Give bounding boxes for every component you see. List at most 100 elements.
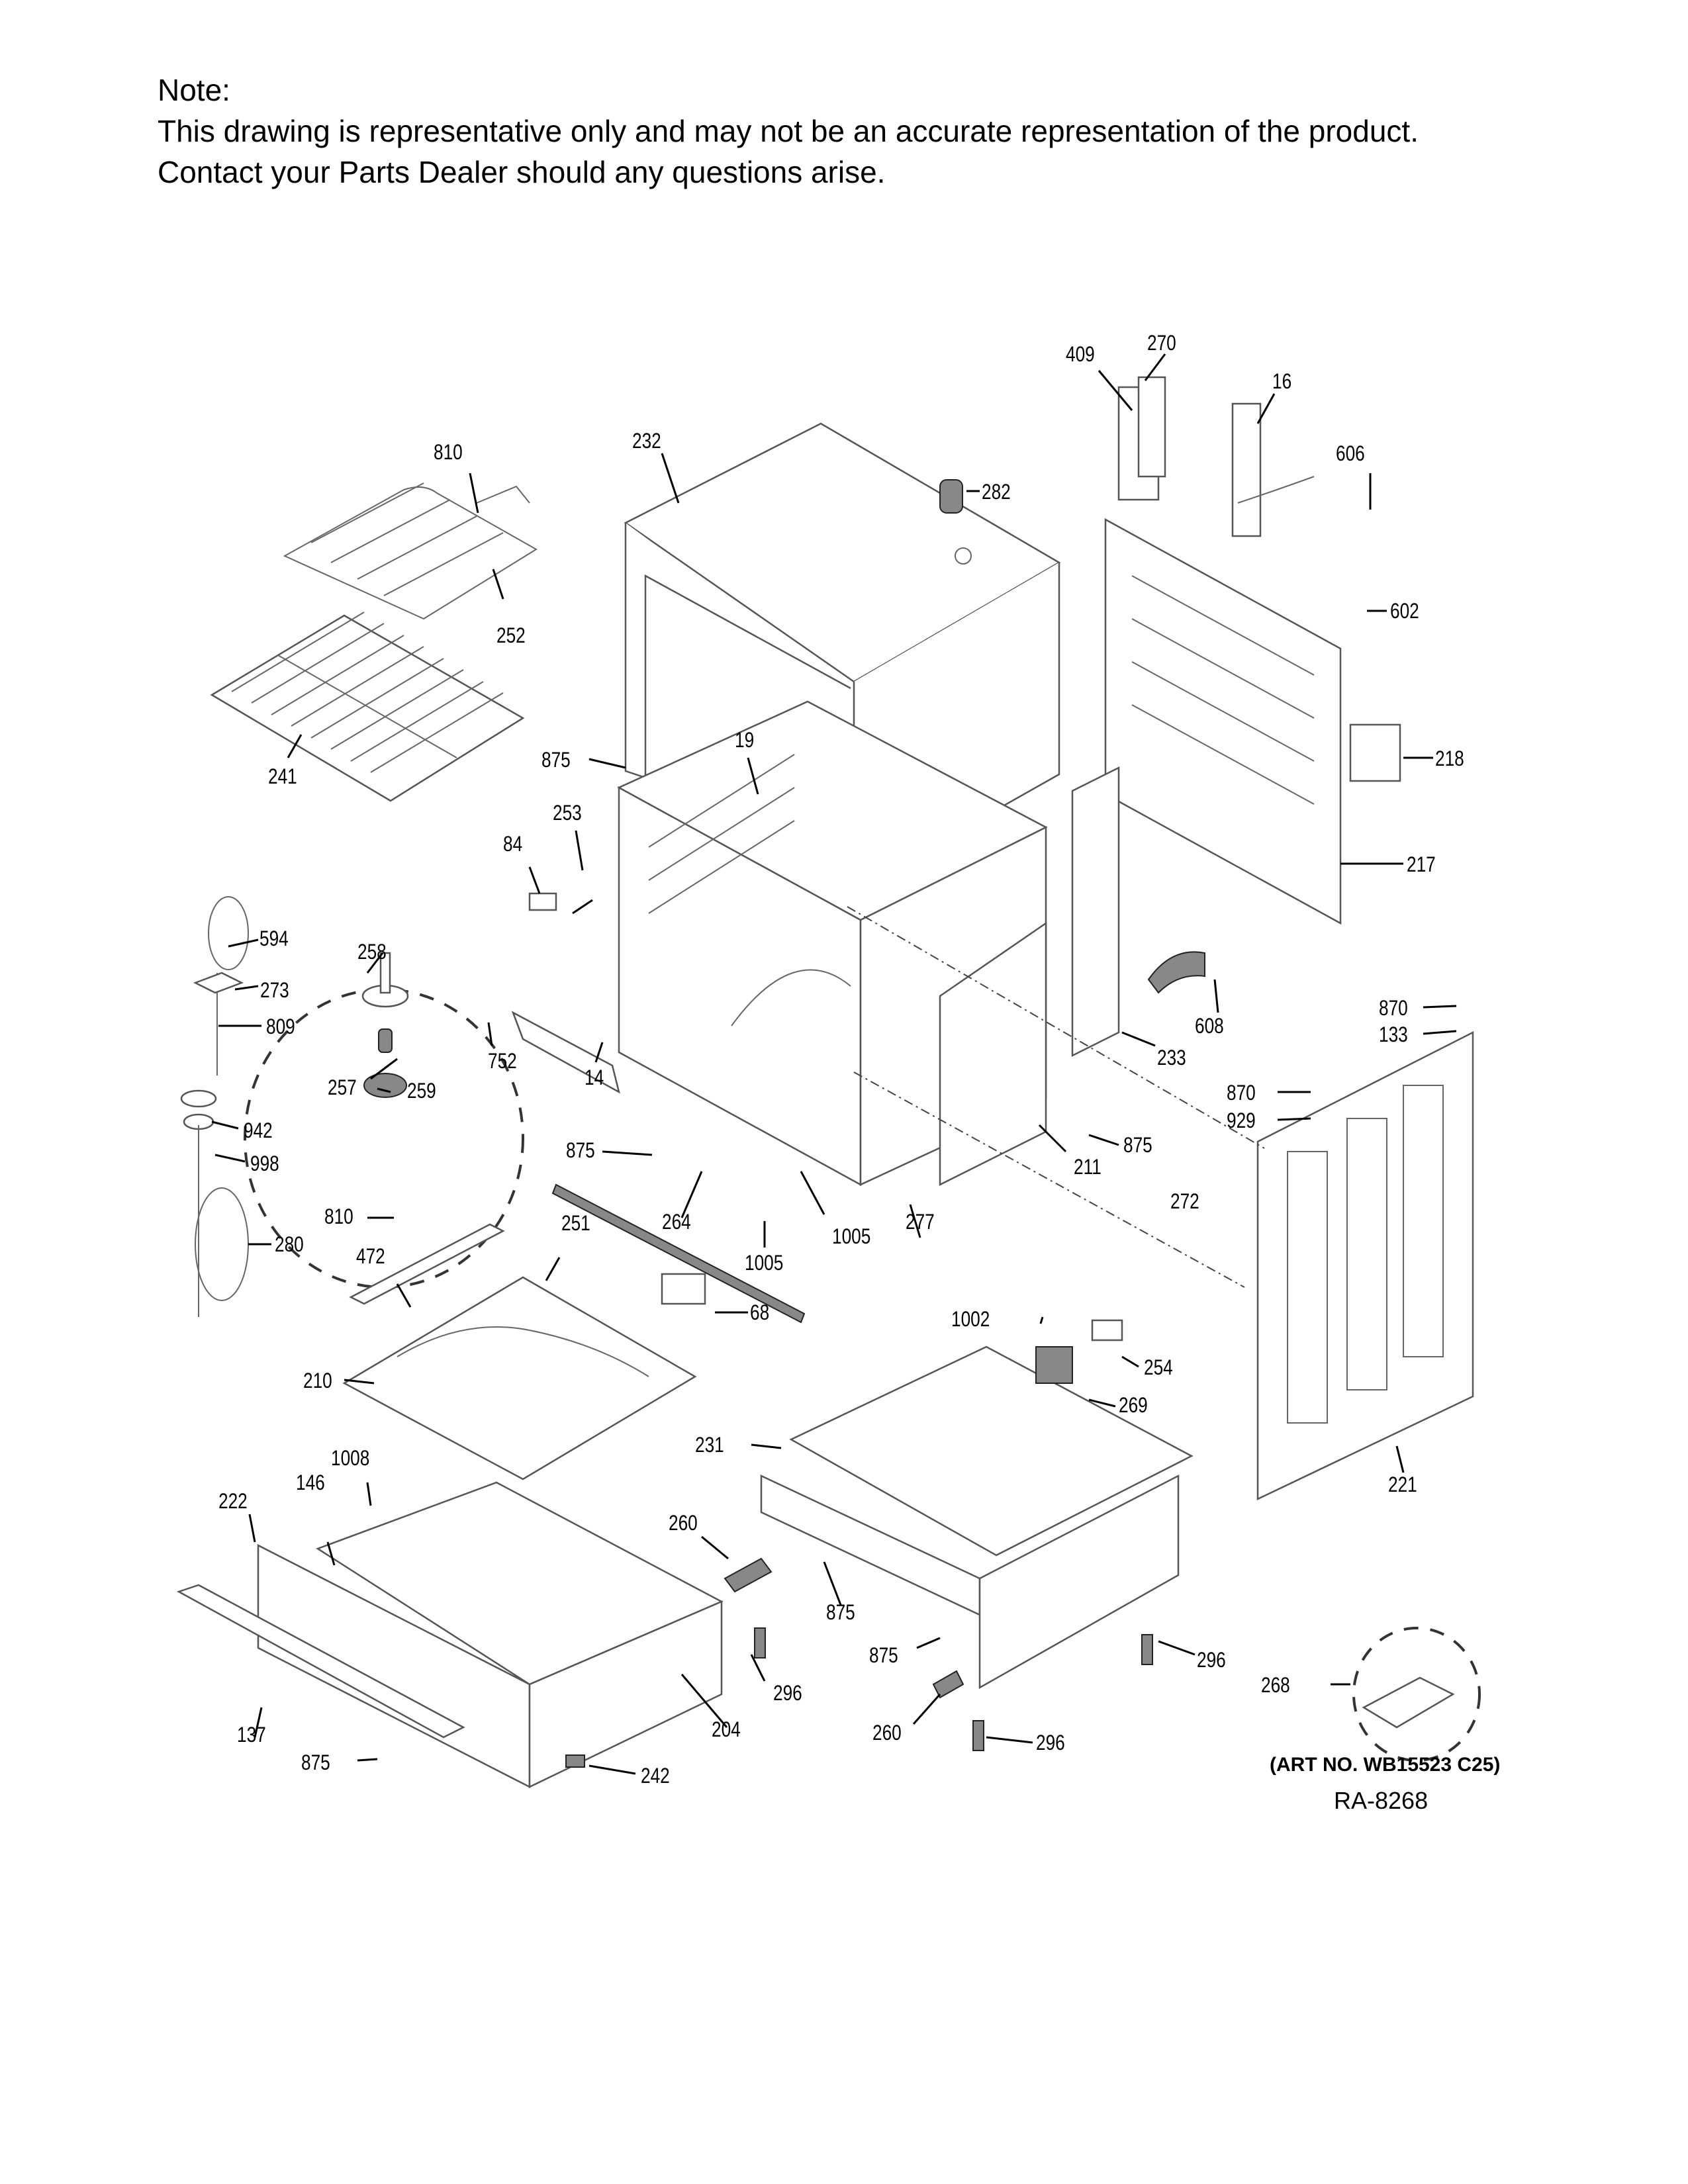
part-warming-drawer xyxy=(176,1481,724,1789)
part-broil-element xyxy=(283,482,538,620)
callout-222: 222 xyxy=(218,1489,248,1513)
callout-133: 133 xyxy=(1379,1023,1408,1046)
part-temperature-probe xyxy=(180,896,249,1317)
part-leveler-296c xyxy=(972,1720,984,1751)
callout-259: 259 xyxy=(407,1079,436,1103)
part-clip-84 xyxy=(528,892,557,911)
callout-1005-b: 1005 xyxy=(745,1251,784,1275)
part-back-panel xyxy=(1104,518,1342,925)
callout-270: 270 xyxy=(1147,331,1176,355)
callout-875-base-upper: 875 xyxy=(826,1600,855,1624)
part-handle-68 xyxy=(661,1273,706,1305)
part-insulation-233 xyxy=(1071,766,1120,1058)
callout-253: 253 xyxy=(553,801,582,825)
callout-810-top: 810 xyxy=(434,440,463,464)
callout-875-base-lower: 875 xyxy=(869,1643,898,1667)
part-bake-element xyxy=(342,1223,697,1480)
callout-241: 241 xyxy=(268,764,297,788)
callout-1008: 1008 xyxy=(331,1446,370,1470)
part-leveler-296b xyxy=(1141,1634,1153,1665)
callout-942: 942 xyxy=(244,1118,273,1142)
callout-875-cabinet: 875 xyxy=(541,748,571,772)
callout-260-lower: 260 xyxy=(872,1721,902,1745)
callout-409: 409 xyxy=(1066,342,1095,366)
part-rack-slide-264 xyxy=(551,1183,806,1324)
callout-268: 268 xyxy=(1261,1673,1290,1697)
callout-19: 19 xyxy=(735,728,755,752)
callout-221: 221 xyxy=(1388,1473,1417,1496)
part-oven-door xyxy=(1256,1030,1474,1500)
part-lower-base xyxy=(760,1345,1194,1690)
alignment-line xyxy=(853,1071,1245,1288)
part-bracket-218 xyxy=(1349,723,1401,782)
callout-272: 272 xyxy=(1170,1189,1199,1213)
callout-280: 280 xyxy=(275,1232,304,1256)
part-harness-606 xyxy=(1237,476,1315,504)
callout-277: 277 xyxy=(906,1210,935,1234)
callout-137: 137 xyxy=(237,1723,266,1747)
callout-258: 258 xyxy=(357,940,387,964)
callout-242: 242 xyxy=(641,1764,670,1788)
callout-296-bottom: 296 xyxy=(1036,1731,1065,1754)
part-bracket-14 xyxy=(511,1011,620,1094)
callout-870-mid: 870 xyxy=(1227,1081,1256,1105)
callout-752: 752 xyxy=(488,1049,517,1073)
part-leveler-296a xyxy=(754,1627,766,1659)
callout-210: 210 xyxy=(303,1369,332,1392)
art-number: (ART NO. WB15523 C25) xyxy=(1270,1754,1501,1776)
callout-875-drawer: 875 xyxy=(301,1751,330,1774)
callout-810-fan: 810 xyxy=(324,1205,353,1228)
callout-14: 14 xyxy=(585,1066,604,1089)
part-bracket-269 xyxy=(1035,1346,1073,1384)
callout-296-left: 296 xyxy=(773,1681,802,1705)
callout-233: 233 xyxy=(1157,1046,1186,1069)
callout-1005-a: 1005 xyxy=(832,1224,871,1248)
note-line-1: This drawing is representative only and … xyxy=(158,114,1419,148)
callout-68: 68 xyxy=(750,1300,770,1324)
part-screw-253 xyxy=(572,899,593,915)
callout-204: 204 xyxy=(712,1717,741,1741)
callout-260-upper: 260 xyxy=(669,1511,698,1535)
callout-296-right: 296 xyxy=(1197,1648,1226,1672)
callout-254: 254 xyxy=(1144,1355,1173,1379)
callout-608: 608 xyxy=(1195,1014,1224,1038)
callout-1002: 1002 xyxy=(951,1307,990,1331)
note-line-2: Contact your Parts Dealer should any que… xyxy=(158,155,886,189)
leader-lines xyxy=(211,353,1457,1775)
part-harness-608 xyxy=(1147,951,1205,994)
callout-257: 257 xyxy=(328,1075,357,1099)
callout-264: 264 xyxy=(662,1210,691,1234)
callout-84: 84 xyxy=(503,832,523,856)
callout-232: 232 xyxy=(632,429,661,453)
part-glide-260a xyxy=(724,1557,773,1593)
callout-146: 146 xyxy=(296,1471,325,1494)
part-control-board-270 xyxy=(1137,376,1166,478)
callout-870-top: 870 xyxy=(1379,996,1408,1020)
callout-273: 273 xyxy=(260,978,289,1002)
callout-929: 929 xyxy=(1227,1109,1256,1132)
part-anti-tip-bracket-detail xyxy=(1352,1627,1481,1762)
part-control-board-16 xyxy=(1231,402,1262,537)
callout-875-rail: 875 xyxy=(566,1138,595,1162)
part-glide-260b xyxy=(932,1670,964,1699)
callout-594: 594 xyxy=(259,927,289,950)
callout-998: 998 xyxy=(250,1152,279,1175)
callout-217: 217 xyxy=(1407,852,1436,876)
part-oven-rack xyxy=(210,612,525,802)
callout-231: 231 xyxy=(695,1433,724,1457)
callout-875-side: 875 xyxy=(1123,1133,1152,1157)
part-stop-242 xyxy=(565,1754,585,1768)
part-terminal-254 xyxy=(1091,1319,1123,1342)
reference-number: RA-8268 xyxy=(1334,1787,1429,1814)
callout-809: 809 xyxy=(266,1015,295,1038)
callout-602: 602 xyxy=(1390,599,1419,623)
callout-211: 211 xyxy=(1074,1155,1102,1179)
callout-252: 252 xyxy=(496,623,526,647)
callout-606: 606 xyxy=(1336,441,1365,465)
callout-472: 472 xyxy=(356,1244,385,1268)
callout-251: 251 xyxy=(561,1211,590,1235)
callout-269: 269 xyxy=(1119,1393,1148,1417)
callout-282: 282 xyxy=(982,480,1011,504)
callout-218: 218 xyxy=(1435,747,1464,770)
